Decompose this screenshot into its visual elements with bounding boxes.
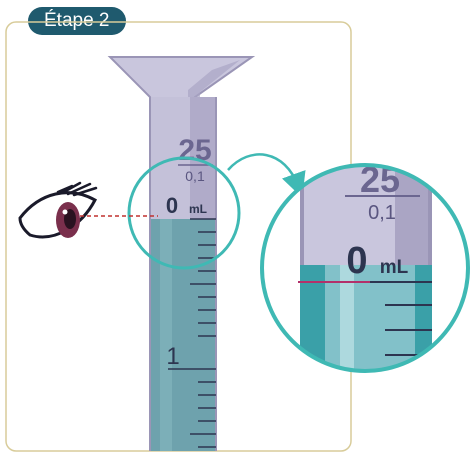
zoom-arrow <box>227 153 306 198</box>
zoom-ticks <box>370 281 432 356</box>
cylinder-mark-label: 1 <box>166 343 179 370</box>
liquid-highlight <box>160 219 172 451</box>
focus-circle <box>127 156 241 270</box>
graduated-cylinder: 25 0,1 0 mL 1 <box>107 56 256 451</box>
zoom-zero-label: 0 <box>346 240 367 282</box>
zoom-graduation-label: 0,1 <box>368 202 396 224</box>
cylinder-unit-label: mL <box>189 202 207 216</box>
zoom-unit-label: mL <box>380 257 409 278</box>
zoom-view: 25 0,1 0 mL <box>260 163 470 373</box>
cylinder-zero-label: 0 <box>166 193 178 218</box>
step-badge: Étape 2 <box>28 7 126 35</box>
cylinder-graduation-label: 0,1 <box>185 168 205 184</box>
graduation-ticks <box>168 218 216 448</box>
zoom-ring <box>260 163 470 373</box>
eye-icon <box>18 181 98 239</box>
